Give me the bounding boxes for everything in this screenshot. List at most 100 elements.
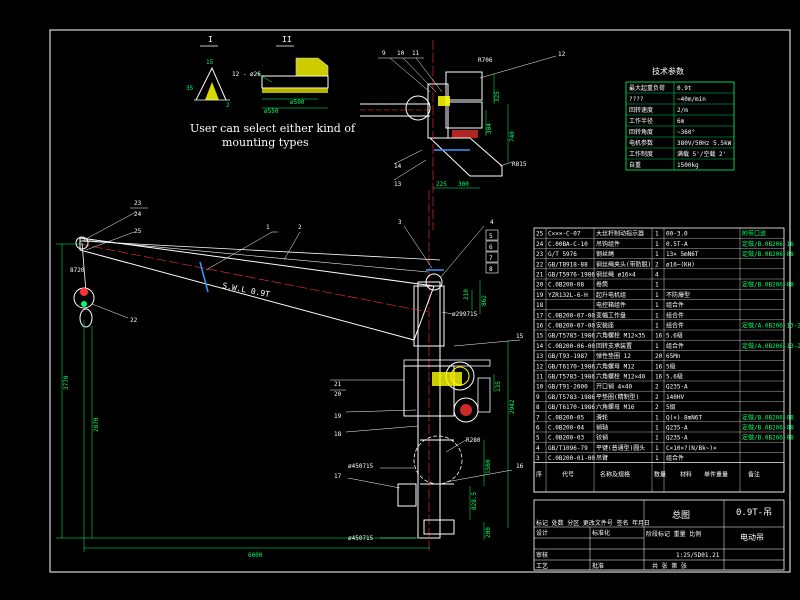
parts-cell: C.0B200-04 [548, 425, 585, 432]
callout-5: 5 [489, 233, 493, 240]
parts-cell: 6 [536, 425, 540, 432]
parts-cell: 1 [655, 435, 659, 442]
section-dim-15: 15 [206, 59, 214, 66]
parts-cell: 钢丝绳夹头(带防脱) [596, 260, 651, 268]
title-block-std: 标准化 [592, 529, 610, 537]
tech-param-label: 工作制度 [629, 150, 653, 158]
parts-cell: 10 [536, 384, 544, 391]
parts-cell: C.0B200-01-00 [548, 455, 595, 462]
parts-cell: 20 [655, 353, 663, 360]
parts-cell: 起升电机组 [596, 291, 626, 299]
parts-cell: 安装座 [596, 322, 614, 330]
parts-cell: Q235-A [666, 384, 688, 391]
parts-cell: 卷筒 [596, 281, 608, 289]
parts-cell: 组合件 [666, 454, 684, 462]
parts-header-cell: 序 [536, 471, 542, 479]
tech-param-label: 自重 [629, 161, 641, 169]
callout-3: 3 [398, 219, 402, 226]
parts-cell: 5.6级 [666, 332, 683, 340]
parts-cell: 8 [536, 404, 540, 411]
title-block-review: 审核 [536, 551, 548, 559]
parts-cell: 滑轮 [596, 413, 608, 421]
parts-cell: 24 [536, 241, 544, 248]
section-dim-2: 2 [226, 102, 230, 109]
tech-param-value: ~360° [677, 129, 695, 136]
parts-cell: 17 [536, 312, 544, 319]
parts-cell: 吊钩组件 [596, 240, 620, 248]
parts-cell: 16 [655, 374, 663, 381]
parts-header-cell: 单件重量 [704, 471, 728, 479]
dim-740: 740 [509, 131, 516, 142]
dim-200: 200 [485, 527, 492, 538]
dim-8720: 8720 [70, 267, 85, 274]
title-block-sheet: 共 张 第 张 [652, 562, 687, 570]
parts-cell: 弹性垫圈 12 [596, 352, 631, 360]
parts-cell: 定做/B.0B206-08 [742, 413, 794, 421]
dim-304: 304 [486, 123, 493, 134]
drawing-frame [49, 29, 791, 573]
dim-300: 300 [458, 181, 469, 188]
callout-4: 4 [490, 219, 494, 226]
parts-cell: 4 [655, 272, 659, 279]
parts-cell: 开口销 4×40 [596, 383, 632, 391]
dim-f450a: ø450715 [348, 463, 374, 470]
parts-cell: ø16~(KH) [666, 261, 695, 268]
parts-cell: 回转支承装置 [596, 342, 632, 350]
callout-24: 24 [134, 211, 142, 218]
drawing-subtitle: 电动吊 [740, 532, 764, 542]
dim-1560: 1560 [485, 459, 492, 474]
parts-cell: 组合件 [666, 311, 684, 319]
parts-cell: 销轴 [596, 424, 608, 432]
tech-param-label: 回转角度 [629, 128, 653, 136]
parts-cell: 00-3.0 [666, 231, 688, 238]
callout-12: 12 [558, 51, 566, 58]
parts-cell: C.0B200-07-00 [548, 323, 595, 330]
mounting-note-line2: mounting types [222, 136, 309, 149]
parts-cell: 定做/A.0B206-13-22 [742, 322, 800, 330]
parts-header-cell: 名称及规格 [600, 471, 630, 479]
title-block-design: 设计 [536, 529, 548, 537]
drawing-title: 总图 [672, 509, 690, 521]
parts-cell: GB/T1096-79 [548, 445, 588, 452]
parts-header-cell: 数量 [654, 471, 666, 479]
parts-cell: 20 [536, 282, 544, 289]
parts-cell: C.0B200-08 [548, 282, 585, 289]
tech-param-label: 工作半径 [629, 117, 653, 125]
parts-cell: 21 [536, 272, 544, 279]
parts-cell: 2 [655, 404, 659, 411]
title-block-process: 工艺 [536, 562, 548, 570]
tech-param-label: ???? [629, 96, 644, 103]
parts-cell: 9 [536, 394, 540, 401]
dim-r815: R815 [512, 161, 527, 168]
mounting-note-line1: User can select either kind of [190, 122, 356, 135]
callout-15: 15 [516, 333, 524, 340]
parts-cell: 1 [655, 302, 659, 309]
parts-cell: GB/T5783-1986 [548, 374, 595, 381]
parts-cell: 1 [655, 455, 659, 462]
dim-r706: R706 [478, 57, 493, 64]
dim-210: 210 [463, 289, 470, 300]
parts-cell: GB/T5783-1986 [548, 394, 595, 401]
parts-cell: GB/T5783-1986 [548, 333, 595, 340]
callout-21: 21 [334, 381, 342, 388]
parts-cell: 1 [655, 445, 659, 452]
callout-16: 16 [516, 463, 524, 470]
dim-f450b: ø450715 [348, 535, 374, 542]
parts-cell: 140HV [666, 394, 684, 401]
parts-cell: 15 [536, 333, 544, 340]
parts-cell: 0.5T-A [666, 241, 688, 248]
callout-6: 6 [489, 244, 493, 251]
parts-cell: Q235-A [666, 425, 688, 432]
callout-18: 18 [334, 431, 342, 438]
callout-20: 20 [334, 391, 342, 398]
callout-7: 7 [489, 255, 493, 262]
tech-param-label: 电机参数 [629, 139, 653, 147]
parts-cell: GB/T91-2000 [548, 384, 588, 391]
parts-cell: 定做/B.0B206-08 [742, 424, 794, 432]
parts-cell: 7 [536, 414, 540, 421]
parts-cell: 电控箱组件 [596, 301, 626, 309]
tech-param-value: ~40m/min [677, 96, 706, 103]
dimensions: 3770 2870 6000 210 862 135 2942 1560 828… [56, 243, 516, 559]
parts-cell: GB/T5976-1986 [548, 272, 595, 279]
